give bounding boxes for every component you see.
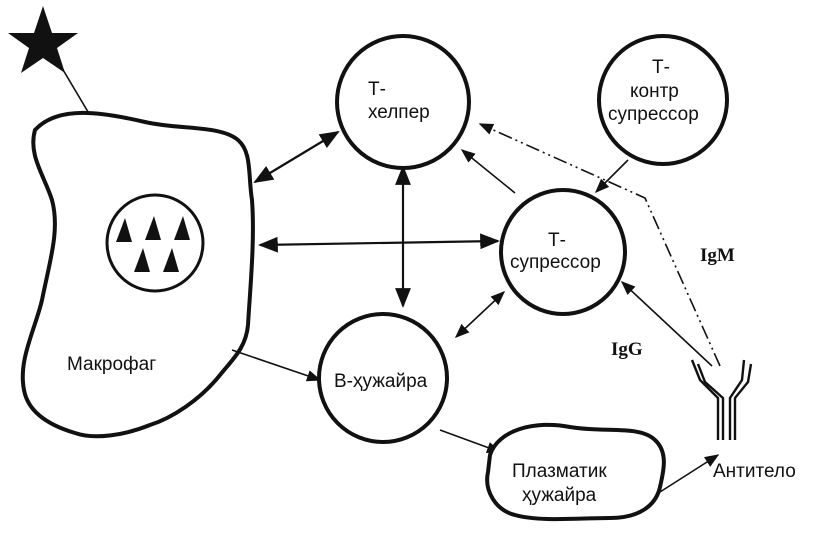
edge-plasma-antibody	[659, 454, 720, 493]
t-suppressor-cell	[499, 188, 627, 316]
b-cell	[317, 312, 449, 444]
edge-antibody-tsuppressor-igg	[620, 281, 713, 367]
t-contr-suppressor-cell	[597, 34, 729, 166]
t-helper-cell	[335, 34, 471, 170]
phagosome	[105, 193, 205, 293]
t-contr-label-line3: супрессор	[608, 104, 699, 125]
t-contr-label-line1: Т-	[652, 57, 670, 78]
antigen-particles-icon	[116, 216, 190, 272]
macrophage-label: Макрофаг	[67, 354, 156, 375]
edge-macrophage-bcell	[231, 349, 322, 382]
edge-tcontr-tsuppressor	[594, 159, 629, 194]
plasma-cell	[485, 422, 666, 522]
t-helper-label-line1: Т-	[368, 79, 386, 100]
plasma-label-line1: Плазматик	[512, 461, 607, 482]
t-suppressor-label-line1: Т-	[548, 230, 566, 251]
edge-macrophage-tsuppressor	[258, 233, 500, 253]
igg-label: IgG	[611, 339, 643, 360]
edge-macrophage-thelper	[253, 130, 340, 184]
plasma-label-line2: ҳужайра	[522, 485, 597, 506]
edge-tsuppressor-thelper	[460, 149, 516, 194]
antibody-label: Антитело	[713, 461, 796, 482]
t-suppressor-label-line2: супрессор	[510, 252, 601, 273]
edge-bcell-plasma	[439, 429, 502, 453]
b-cell-label: В-ҳужайра	[334, 371, 428, 392]
t-helper-label-line2: хелпер	[368, 102, 430, 123]
antigen-star-icon	[8, 6, 78, 73]
igm-label: IgM	[700, 245, 735, 266]
t-contr-label-line2: контр	[630, 81, 679, 102]
edge-antibody-thelper-igm	[478, 123, 721, 367]
edge-bcell-tsuppressor	[454, 291, 506, 338]
antibody-icon	[690, 359, 753, 440]
